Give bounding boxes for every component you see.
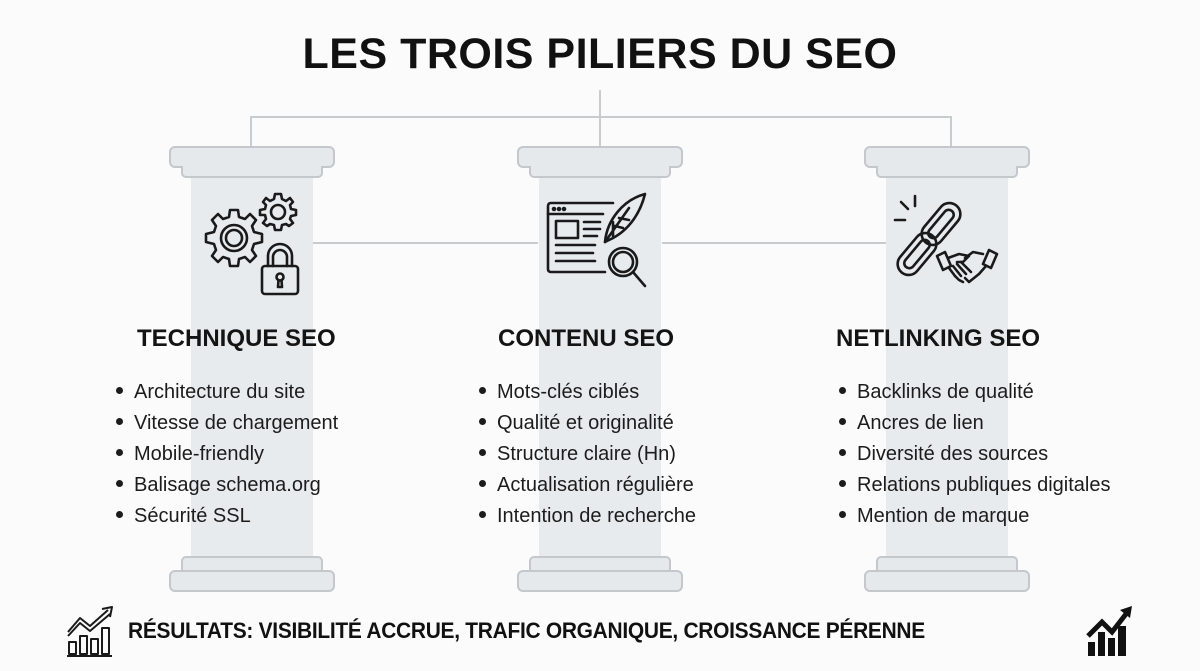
pillar-base: [169, 570, 335, 592]
pillar-base-upper: [181, 556, 323, 570]
pillar-base-upper: [529, 556, 671, 570]
chain-link-handshake-icon: [893, 194, 999, 284]
pillar-shaft: [191, 178, 313, 556]
pillar-heading-netlinking: NETLINKING SEO: [836, 325, 1041, 352]
page-title: LES TROIS PILIERS DU SEO: [302, 30, 898, 78]
bullet-icon: [479, 449, 486, 457]
pillar-shaft: [886, 178, 1008, 556]
results-banner: RÉSULTATS: VISIBILITÉ ACCRUE, TRAFIC ORG…: [128, 618, 925, 643]
pillar-shaft: [539, 178, 661, 556]
pillar-technique: [169, 146, 335, 592]
bullet-icon: [839, 418, 846, 426]
pillar-base: [517, 570, 683, 592]
bullet-icon: [839, 480, 846, 488]
list-item: Vitesse de chargement: [116, 408, 338, 439]
connector-left-drop: [250, 116, 252, 146]
list-item: Balisage schema.org: [116, 470, 338, 501]
list-item: Sécurité SSL: [116, 501, 338, 532]
list-item: Diversité des sources: [839, 439, 1111, 470]
bullet-icon: [479, 387, 486, 395]
list-item: Actualisation régulière: [479, 470, 696, 501]
pillar-capital: [864, 146, 1030, 168]
bullet-icon: [479, 480, 486, 488]
bullet-icon: [116, 511, 123, 519]
bullet-icon: [479, 511, 486, 519]
list-item: Backlinks de qualité: [839, 377, 1111, 408]
bullet-icon: [116, 418, 123, 426]
bullet-icon: [839, 387, 846, 395]
list-item: Relations publiques digitales: [839, 470, 1111, 501]
bullet-icon: [839, 511, 846, 519]
list-item: Structure claire (Hn): [479, 439, 696, 470]
pillar-capital: [517, 146, 683, 168]
list-item: Mobile-friendly: [116, 439, 338, 470]
connector-vertical-top: [599, 90, 601, 146]
pillar-base: [864, 570, 1030, 592]
list-item: Architecture du site: [116, 377, 338, 408]
pillar-heading-contenu: CONTENU SEO: [498, 325, 675, 352]
bullet-icon: [116, 449, 123, 457]
list-item: Mention de marque: [839, 501, 1111, 532]
connector-middle-left: [312, 242, 538, 244]
pillar-heading-technique: TECHNIQUE SEO: [137, 325, 336, 352]
list-item: Ancres de lien: [839, 408, 1111, 439]
connector-horizontal-top: [250, 116, 952, 118]
growth-chart-outline-icon: [67, 606, 113, 657]
bullet-icon: [839, 449, 846, 457]
pillar-contenu: [517, 146, 683, 592]
bullet-icon: [116, 480, 123, 488]
pillar-list-netlinking: Backlinks de qualité Ancres de lien Dive…: [839, 377, 1111, 532]
bullet-icon: [479, 418, 486, 426]
list-item: Qualité et originalité: [479, 408, 696, 439]
connector-right-drop: [950, 116, 952, 146]
pillar-netlinking: [864, 146, 1030, 592]
pillar-base-upper: [876, 556, 1018, 570]
pillar-list-technique: Architecture du site Vitesse de chargeme…: [116, 377, 338, 532]
pillar-capital-lower: [181, 166, 323, 178]
pillar-capital-lower: [876, 166, 1018, 178]
growth-chart-filled-icon: [1086, 606, 1132, 656]
list-item: Mots-clés ciblés: [479, 377, 696, 408]
pillar-list-contenu: Mots-clés ciblés Qualité et originalité …: [479, 377, 696, 532]
connector-middle-right: [662, 242, 886, 244]
pillar-capital-lower: [529, 166, 671, 178]
pillar-capital: [169, 146, 335, 168]
gears-lock-icon: [204, 192, 300, 296]
list-item: Intention de recherche: [479, 501, 696, 532]
webpage-quill-magnifier-icon: [546, 192, 647, 288]
bullet-icon: [116, 387, 123, 395]
